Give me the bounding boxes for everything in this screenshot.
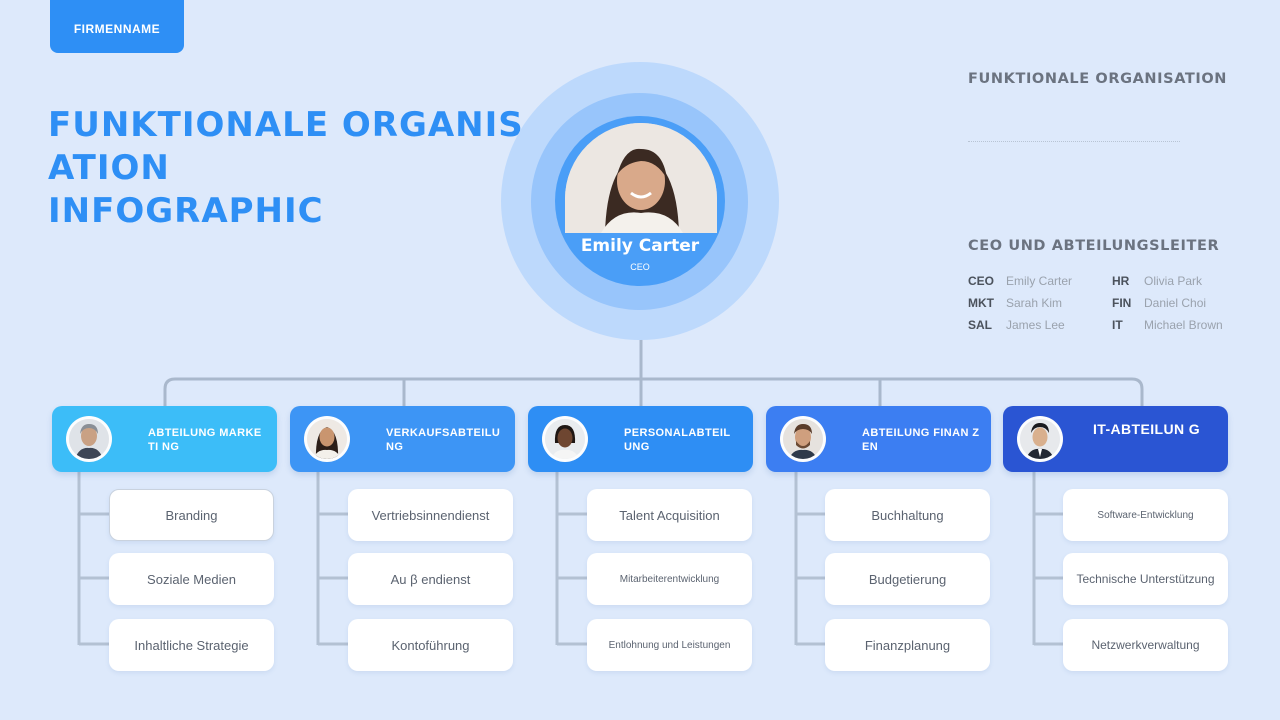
function-card: Branding xyxy=(109,489,274,541)
dept-sales: VERKAUFSABTEILU NG xyxy=(290,406,515,472)
leader-code: FIN xyxy=(1112,296,1132,310)
dept-name: VERKAUFSABTEILU NG xyxy=(386,427,501,453)
leader-code: CEO xyxy=(968,274,995,288)
avatar xyxy=(780,416,826,462)
dept-it: IT-ABTEILUN G xyxy=(1003,406,1228,472)
dept-hr: PERSONALABTEIL UNG xyxy=(528,406,753,472)
leader-name: Sarah Kim xyxy=(1006,296,1063,310)
title-line-1: FUNKTIONALE ORGANIS xyxy=(48,105,524,145)
function-card: Au β endienst xyxy=(348,553,513,605)
company-tab: FIRMENNAME xyxy=(50,0,184,53)
leader-code: HR xyxy=(1112,274,1130,288)
leader-code: IT xyxy=(1112,318,1123,332)
function-card: Buchhaltung xyxy=(825,489,990,541)
function-card: Soziale Medien xyxy=(109,553,274,605)
leader-code: SAL xyxy=(968,318,992,332)
function-card: Software-Entwicklung xyxy=(1063,489,1228,541)
function-card: Entlohnung und Leistungen xyxy=(587,619,752,671)
function-card: Budgetierung xyxy=(825,553,990,605)
function-card: Vertriebsinnendienst xyxy=(348,489,513,541)
leader-name: James Lee xyxy=(1006,318,1065,332)
function-card: Talent Acquisition xyxy=(587,489,752,541)
title-line-2: ATION xyxy=(48,148,170,188)
avatar xyxy=(542,416,588,462)
leader-row: MKT Sarah Kim xyxy=(968,294,1062,312)
function-card: Technische Unterstützung xyxy=(1063,553,1228,605)
right-heading: FUNKTIONALE ORGANISATION xyxy=(968,71,1228,87)
dept-name: ABTEILUNG MARKETI NG xyxy=(148,427,262,453)
function-card: Inhaltliche Strategie xyxy=(109,619,274,671)
function-card: Kontoführung xyxy=(348,619,513,671)
function-card: Mitarbeiterentwicklung xyxy=(587,553,752,605)
dept-name: PERSONALABTEIL UNG xyxy=(624,427,731,453)
dept-marketing: ABTEILUNG MARKETI NG xyxy=(52,406,277,472)
leader-name: Michael Brown xyxy=(1144,318,1223,332)
leader-code: MKT xyxy=(968,296,994,310)
leader-row: IT Michael Brown xyxy=(1112,316,1223,334)
leader-row: HR Olivia Park xyxy=(1112,272,1202,290)
ceo-role: CEO xyxy=(630,262,650,272)
dept-finance: ABTEILUNG FINAN ZEN xyxy=(766,406,991,472)
leader-name: Daniel Choi xyxy=(1144,296,1207,310)
leader-row: CEO Emily Carter xyxy=(968,272,1072,290)
avatar xyxy=(304,416,350,462)
page-title: FUNKTIONALE ORGANIS ATION INFOGRAPHIC xyxy=(48,104,524,233)
ceo-avatar xyxy=(565,123,717,233)
leader-name: Emily Carter xyxy=(1006,274,1073,288)
leaders-heading: CEO UND ABTEILUNGSLEITER xyxy=(968,238,1220,254)
title-line-3: INFOGRAPHIC xyxy=(48,191,324,231)
leader-row: SAL James Lee xyxy=(968,316,1065,334)
avatar xyxy=(66,416,112,462)
dept-name: IT-ABTEILUN G xyxy=(1093,421,1201,437)
function-card: Netzwerkverwaltung xyxy=(1063,619,1228,671)
function-card: Finanzplanung xyxy=(825,619,990,671)
dotted-divider xyxy=(968,141,1180,142)
ceo-name: Emily Carter xyxy=(580,236,700,256)
avatar xyxy=(1017,416,1063,462)
dept-name: ABTEILUNG FINAN ZEN xyxy=(862,427,980,453)
leader-row: FIN Daniel Choi xyxy=(1112,294,1206,312)
leader-name: Olivia Park xyxy=(1144,274,1203,288)
